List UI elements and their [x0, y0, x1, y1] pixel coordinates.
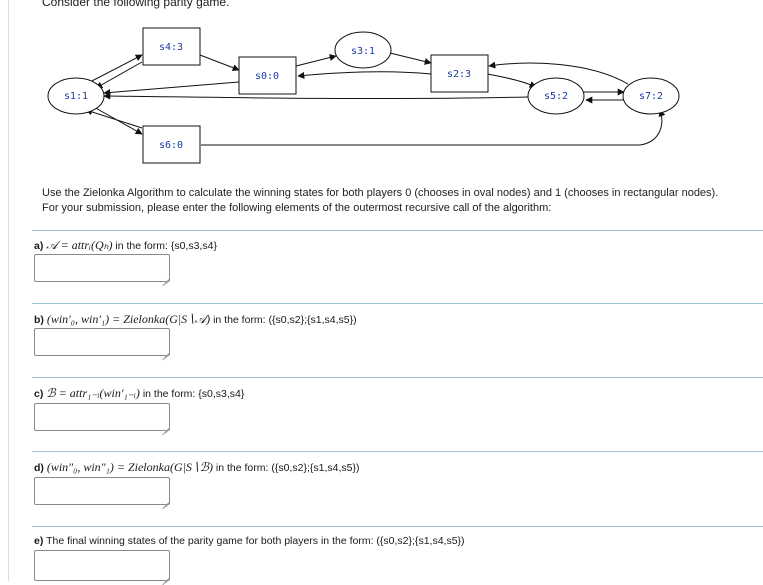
intro-text: Consider the following parity game. — [42, 0, 230, 9]
question-b-prefix: b) — [34, 314, 44, 326]
node-s7: s7:2 — [622, 77, 680, 115]
question-b-label: b) (win′₀, win′₁) = Zielonka(G|S∖𝒜) in t… — [34, 312, 357, 327]
edge-s6-s1 — [85, 108, 143, 129]
question-c-prefix: c) — [34, 388, 44, 400]
answer-d-input[interactable] — [34, 477, 170, 505]
answer-e-input[interactable] — [34, 550, 170, 581]
resize-handle-icon[interactable] — [161, 496, 169, 504]
question-c-label: c) ℬ = attr₁₋ᵢ(win′₁₋ᵢ) in the form: {s0… — [34, 386, 244, 401]
answer-a-input[interactable] — [34, 254, 170, 282]
divider-d — [32, 451, 763, 452]
left-border — [8, 0, 9, 581]
node-s2: s2:3 — [430, 54, 489, 93]
node-s6: s6:0 — [142, 125, 201, 164]
node-s3-label: s3:1 — [351, 46, 375, 57]
edge-s1-s4 — [87, 54, 143, 84]
divider-e — [32, 526, 763, 527]
node-s3: s3:1 — [334, 31, 392, 69]
resize-handle-icon[interactable] — [161, 572, 169, 580]
question-a-label: a) 𝒜 = attrᵢ(Qₕ) in the form: {s0,s3,s4} — [34, 238, 217, 253]
question-e-suffix: The final winning states of the parity g… — [46, 535, 465, 547]
question-c-formula: ℬ = attr₁₋ᵢ(win′₁₋ᵢ) — [46, 386, 140, 400]
edge-s4-s1 — [95, 61, 143, 89]
node-s7-label: s7:2 — [639, 91, 663, 102]
question-b-suffix: in the form: ({s0,s2};{s1,s4,s5}) — [213, 314, 357, 326]
instructions: Use the Zielonka Algorithm to calculate … — [42, 186, 718, 216]
resize-handle-icon[interactable] — [161, 347, 169, 355]
edge-s0-s1 — [103, 81, 240, 96]
question-d-suffix: in the form: ({s0,s2};{s1,s4,s5}) — [215, 462, 360, 474]
edge-s6-s7 — [201, 109, 666, 146]
instructions-line-2: For your submission, please enter the fo… — [42, 202, 552, 214]
question-d-formula: (win″₀, win″₁) = Zielonka(G|S∖ℬ) — [46, 460, 213, 474]
question-a-formula: 𝒜 = attrᵢ(Qₕ) — [46, 238, 113, 252]
edge-s7-s2 — [488, 61, 629, 85]
node-s5: s5:2 — [527, 77, 585, 115]
instructions-line-1: Use the Zielonka Algorithm to calculate … — [42, 187, 719, 199]
edge-s2-s0 — [297, 71, 432, 79]
edge-s3-s2 — [389, 52, 432, 65]
node-s2-label: s2:3 — [447, 69, 471, 80]
question-d-label: d) (win″₀, win″₁) = Zielonka(G|S∖ℬ) in t… — [34, 460, 359, 475]
node-s5-label: s5:2 — [544, 91, 568, 102]
resize-handle-icon[interactable] — [161, 422, 169, 430]
node-s0-label: s0:0 — [255, 71, 279, 82]
node-s1: s1:1 — [47, 77, 105, 115]
node-s4-label: s4:3 — [159, 42, 183, 53]
node-s0: s0:0 — [238, 56, 297, 95]
edge-s0-s3 — [295, 54, 337, 67]
answer-c-input[interactable] — [34, 403, 170, 431]
question-a-prefix: a) — [34, 240, 44, 252]
parity-game-graph: s1:1 s4:3 s6:0 s0:0 s3:1 s2:3 s5:2 s7:2 — [47, 27, 680, 164]
question-d-prefix: d) — [34, 462, 44, 474]
node-s1-label: s1:1 — [64, 91, 88, 102]
divider-a — [32, 230, 763, 231]
question-e-prefix: e) — [34, 535, 44, 547]
answer-b-input[interactable] — [34, 328, 170, 356]
divider-c — [32, 377, 763, 378]
question-c-suffix: in the form: {s0,s3,s4} — [142, 388, 245, 400]
node-s4: s4:3 — [142, 27, 201, 66]
resize-handle-icon[interactable] — [161, 273, 169, 281]
question-b-formula: (win′₀, win′₁) = Zielonka(G|S∖𝒜) — [46, 312, 211, 326]
edge-s5-s1 — [103, 92, 529, 100]
node-s6-label: s6:0 — [159, 140, 183, 151]
edge-s2-s5 — [486, 73, 537, 88]
edge-s4-s0 — [199, 54, 240, 72]
question-a-suffix: in the form: {s0,s3,s4} — [115, 240, 217, 252]
divider-b — [32, 303, 763, 304]
question-e-label: e) The final winning states of the parit… — [34, 535, 465, 547]
